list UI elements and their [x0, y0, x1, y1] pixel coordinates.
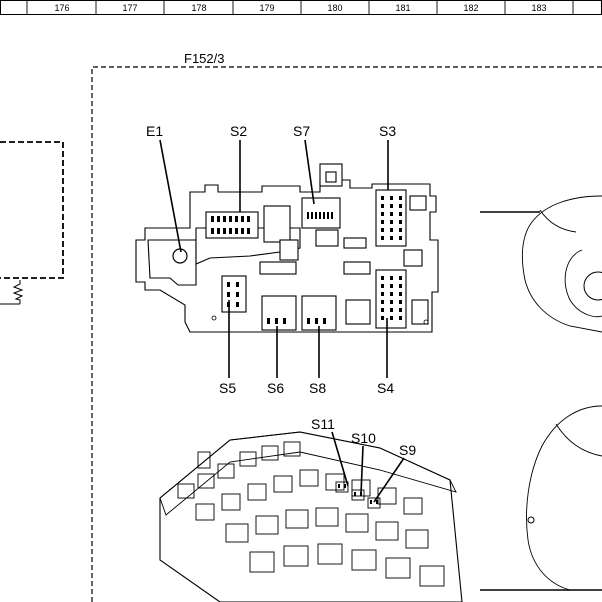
column-label-181: 181	[395, 3, 410, 13]
callout-s11: S11	[311, 416, 335, 432]
vehicle-silhouette-top	[480, 195, 602, 333]
vehicle-silhouette-bottom	[480, 405, 602, 591]
fusebox-top-view	[135, 163, 439, 333]
column-label-183: 183	[531, 3, 546, 13]
callout-s8: S8	[309, 380, 326, 396]
callout-s6: S6	[267, 380, 284, 396]
callout-s10: S10	[351, 430, 376, 446]
fusebox-boundary: F152/3	[91, 51, 602, 602]
callout-e1: E1	[146, 123, 163, 139]
callout-leaders	[159, 139, 405, 503]
callout-s9: S9	[399, 442, 416, 458]
column-label-177: 177	[122, 3, 137, 13]
fusebox-perspective-view	[159, 431, 463, 602]
left-component-box	[0, 141, 64, 305]
callout-s5: S5	[219, 380, 236, 396]
column-label-179: 179	[259, 3, 274, 13]
callout-s4: S4	[377, 380, 394, 396]
column-label-176: 176	[54, 3, 69, 13]
column-label-180: 180	[327, 3, 342, 13]
reference-label: F152/3	[184, 51, 224, 66]
column-label-178: 178	[191, 3, 206, 13]
column-ruler: 176 177 178 179 180 181 182 183	[0, 0, 602, 15]
callout-s7: S7	[293, 123, 310, 139]
callout-labels: E1 S2 S7 S3 S5 S6 S8 S4 S11 S10 S9	[146, 123, 416, 458]
callout-s2: S2	[230, 123, 247, 139]
column-label-182: 182	[463, 3, 478, 13]
callout-s3: S3	[379, 123, 396, 139]
